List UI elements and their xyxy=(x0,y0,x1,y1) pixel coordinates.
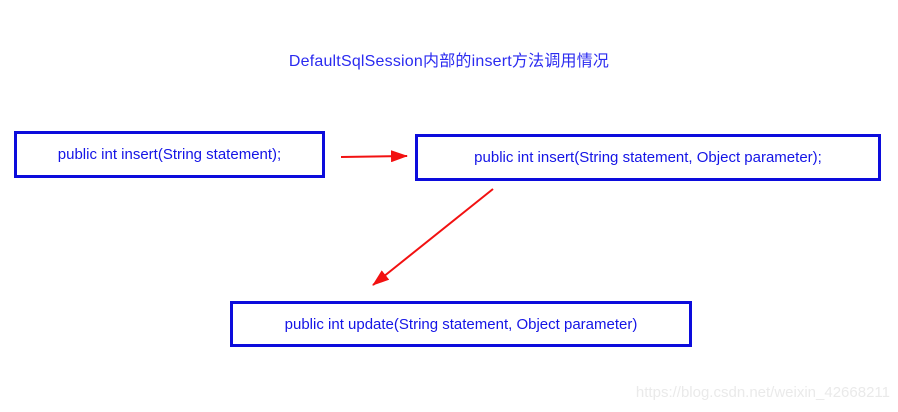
method-label-update-statement-parameter: public int update(String statement, Obje… xyxy=(284,315,638,333)
diagram-title: DefaultSqlSession内部的insert方法调用情况 xyxy=(288,53,610,70)
method-label-insert-statement: public int insert(String statement); xyxy=(57,146,282,163)
method-box-insert-statement: public int insert(String statement); xyxy=(14,131,325,178)
method-box-update-statement-parameter: public int update(String statement, Obje… xyxy=(230,301,692,347)
method-label-insert-statement-parameter: public int insert(String statement, Obje… xyxy=(474,149,822,166)
arrow-insert-overload-to-update xyxy=(372,188,494,286)
method-box-insert-statement-parameter: public int insert(String statement, Obje… xyxy=(415,134,881,181)
watermark-url: https://blog.csdn.net/weixin_42668211 xyxy=(635,384,890,401)
arrow-insert-to-insert-overload xyxy=(340,150,408,163)
